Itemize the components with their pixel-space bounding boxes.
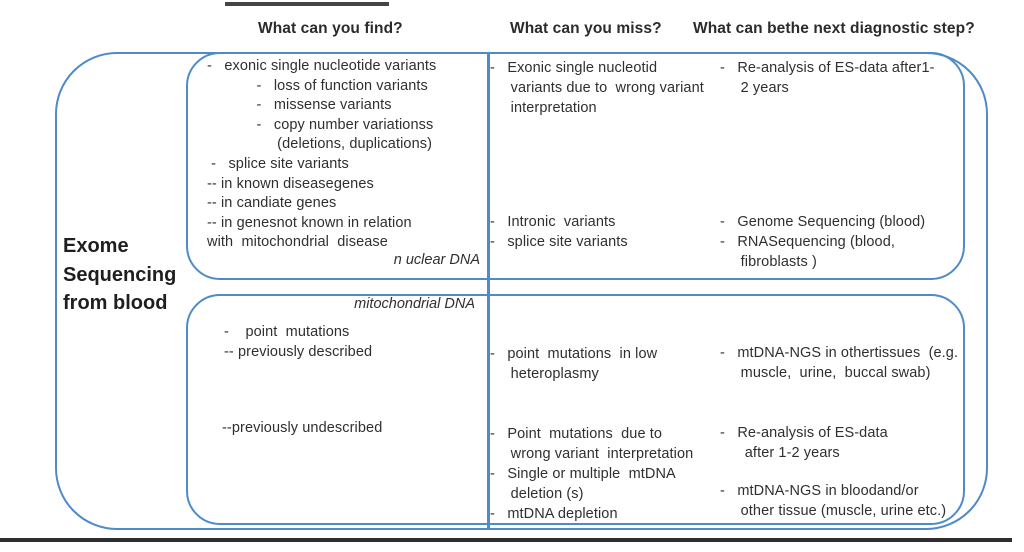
mitochondrial-dna-box [186,294,965,525]
top-rule [225,2,389,6]
column-header-find: What can you find? [258,20,403,37]
mitochondrial-dna-tag: mitochondrial DNA [354,296,475,312]
mito-miss-group-2: - Point mutations due to wrong variant i… [490,426,694,522]
row-label-exome-sequencing-from-blood: Exome Sequencing from blood [63,235,177,314]
nuclear-miss-group-2: - Intronic variants - splice site varian… [490,214,628,250]
mito-find-group-2: --previously undescribed [222,420,383,436]
mito-find-group-1: - point mutations -- previously describe… [224,324,373,360]
nuclear-next-group-2: - Genome Sequencing (blood) - RNASequenc… [720,214,926,270]
mito-next-group-1: - mtDNA-NGS in othertissues (e.g. muscle… [720,345,959,381]
nuclear-dna-tag: n uclear DNA [393,252,480,268]
nuclear-dna-box [186,52,965,280]
nuclear-find-list: - exonic single nucleotide variants - lo… [207,58,437,251]
column-header-miss: What can you miss? [510,20,662,37]
column-header-next-step: What can bethe next diagnostic step? [693,20,975,37]
mito-miss-group-1: - point mutations in low heteroplasmy [490,346,658,382]
bottom-rule [0,538,1012,542]
mito-next-group-3: - mtDNA-NGS in bloodand/or other tissue … [720,483,947,519]
nuclear-miss-group-1: - Exonic single nucleotid variants due t… [490,60,704,116]
mito-next-group-2: - Re-analysis of ES-data after 1-2 years [720,425,888,461]
nuclear-next-group-1: - Re-analysis of ES-data after1- 2 years [720,60,935,96]
column-divider-line [487,52,490,530]
